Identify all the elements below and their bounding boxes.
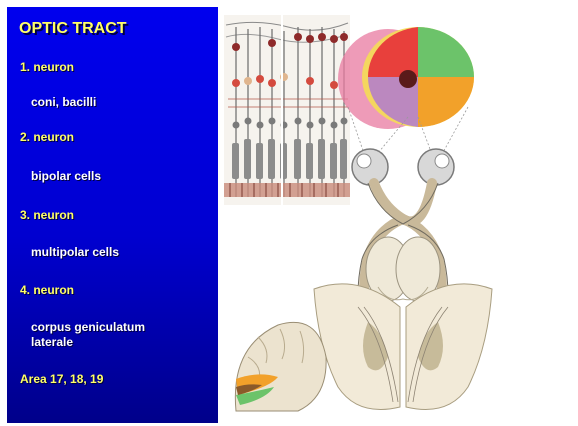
visual-pathway-illustration <box>218 7 572 423</box>
list-item-neuron-1: 1. neuron <box>20 60 74 74</box>
eyes <box>352 149 454 185</box>
slide-title: OPTIC TRACT <box>19 20 127 38</box>
list-item-coni-bacilli: coni, bacilli <box>31 95 96 109</box>
list-item-neuron-3: 3. neuron <box>20 208 74 222</box>
list-item-multipolar-cells: multipolar cells <box>31 245 119 259</box>
list-item-laterale: laterale <box>31 335 73 349</box>
brain-lateral-view <box>235 322 326 411</box>
list-item-area: Area 17, 18, 19 <box>20 372 103 386</box>
list-item-corpus-geniculatum: corpus geniculatum <box>31 320 145 334</box>
list-item-neuron-2: 2. neuron <box>20 130 74 144</box>
occipital-section <box>314 284 492 410</box>
text-panel: OPTIC TRACT 1. neuron coni, bacilli 2. n… <box>7 7 218 423</box>
list-item-neuron-4: 4. neuron <box>20 283 74 297</box>
list-item-bipolar-cells: bipolar cells <box>31 169 101 183</box>
retina-layers-diagram <box>224 15 350 205</box>
visual-field-circles <box>338 27 474 129</box>
thalamus <box>366 237 440 301</box>
